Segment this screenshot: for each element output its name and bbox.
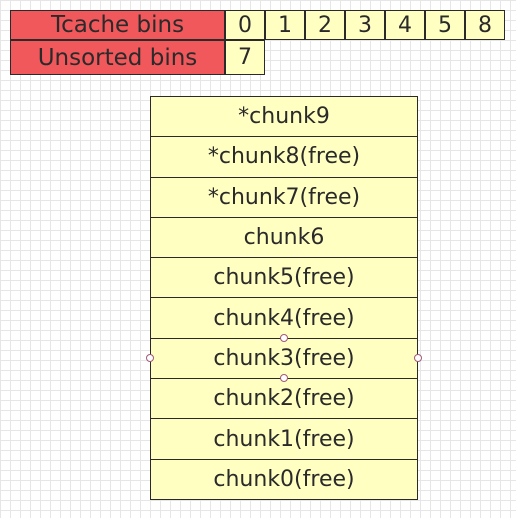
chunk-6[interactable]: chunk6 xyxy=(151,218,417,259)
tcache-bin-1[interactable]: 1 xyxy=(265,10,305,40)
unsorted-bin-7[interactable]: 7 xyxy=(225,40,265,75)
selection-handle-top[interactable] xyxy=(280,334,288,342)
tcache-bin-4[interactable]: 4 xyxy=(385,10,425,40)
tcache-bin-0[interactable]: 0 xyxy=(225,10,265,40)
chunk-0[interactable]: chunk0(free) xyxy=(213,466,355,492)
tcache-bins-label: Tcache bins xyxy=(10,10,225,40)
tcache-bin-2[interactable]: 2 xyxy=(305,10,345,40)
chunk-9[interactable]: *chunk9 xyxy=(151,97,417,138)
chunk-8[interactable]: *chunk8(free) xyxy=(151,137,417,178)
tcache-bin-3[interactable]: 3 xyxy=(345,10,385,40)
chunk-5[interactable]: chunk5(free) xyxy=(151,258,417,299)
chunk-stack: *chunk9 *chunk8(free) *chunk7(free) chun… xyxy=(150,96,418,500)
chunk-4[interactable]: chunk4(free) xyxy=(151,298,417,339)
selection-handle-bottom[interactable] xyxy=(280,374,288,382)
selection-handle-left[interactable] xyxy=(146,354,154,362)
chunk-7[interactable]: *chunk7(free) xyxy=(151,178,417,218)
tcache-bin-5[interactable]: 5 xyxy=(425,10,465,40)
chunk-2[interactable]: chunk2(free) xyxy=(151,379,417,420)
selection-handle-right[interactable] xyxy=(414,354,422,362)
unsorted-bins-label: Unsorted bins xyxy=(10,40,225,75)
tcache-bin-8[interactable]: 8 xyxy=(465,10,505,40)
chunk-1[interactable]: chunk1(free) xyxy=(151,419,417,460)
